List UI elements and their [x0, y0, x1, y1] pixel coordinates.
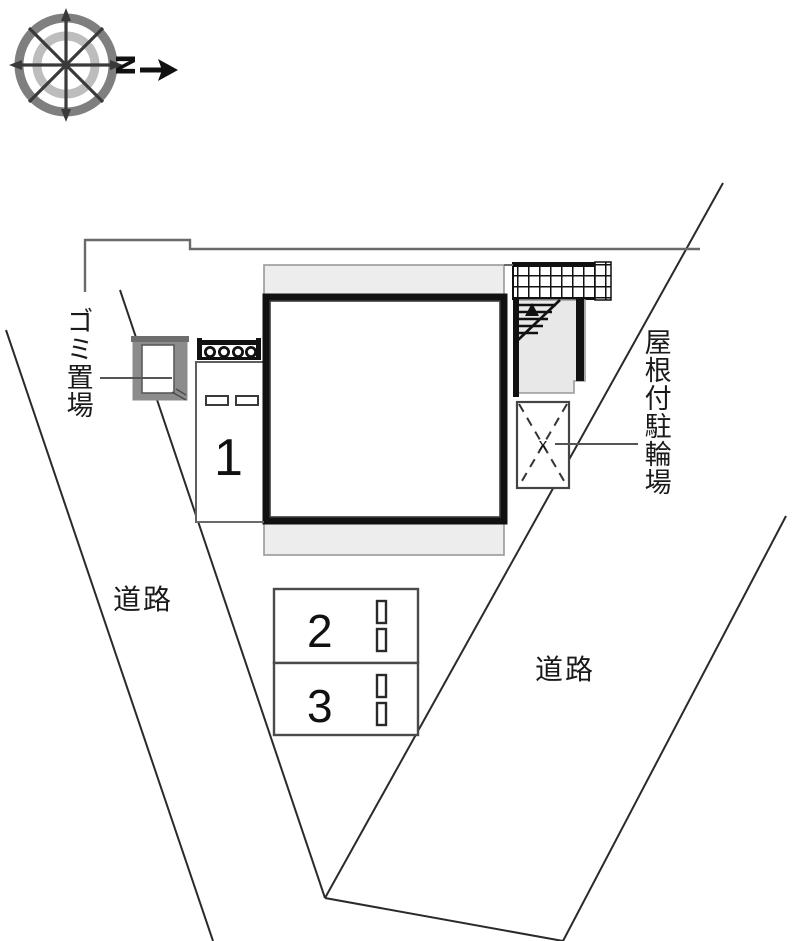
label-garbage-storage: ゴミ置場 [61, 307, 93, 419]
label-road-left: 道路 [113, 583, 174, 616]
north-arrow-icon [140, 59, 178, 81]
compass-north-label: N [108, 54, 139, 76]
parking-stall-1 [195, 338, 269, 523]
parking-stall-number-2: 2 [307, 605, 333, 657]
label-road-right: 道路 [535, 653, 596, 686]
parking-stall-number-1: 1 [214, 429, 243, 487]
property-boundary [83, 238, 700, 292]
bicycle-parking-x-marker: x [539, 435, 548, 454]
stair-landing-area [513, 299, 586, 397]
balcony-upper [263, 264, 505, 298]
label-covered-bicycle-parking: 屋根付駐輪場 [639, 328, 671, 496]
balcony-lower [263, 520, 505, 556]
parking-stall-2 [272, 587, 420, 665]
parking-stalls-2-3 [272, 587, 420, 737]
apartment-building [262, 264, 508, 556]
compass-rose-icon [9, 8, 123, 122]
covered-roof-lattice [512, 261, 612, 301]
parking-stall-number-3: 3 [307, 680, 333, 732]
parking-stall-3 [272, 661, 420, 737]
garbage-storage-area [131, 336, 189, 401]
plot-edge-lines [196, 264, 513, 523]
